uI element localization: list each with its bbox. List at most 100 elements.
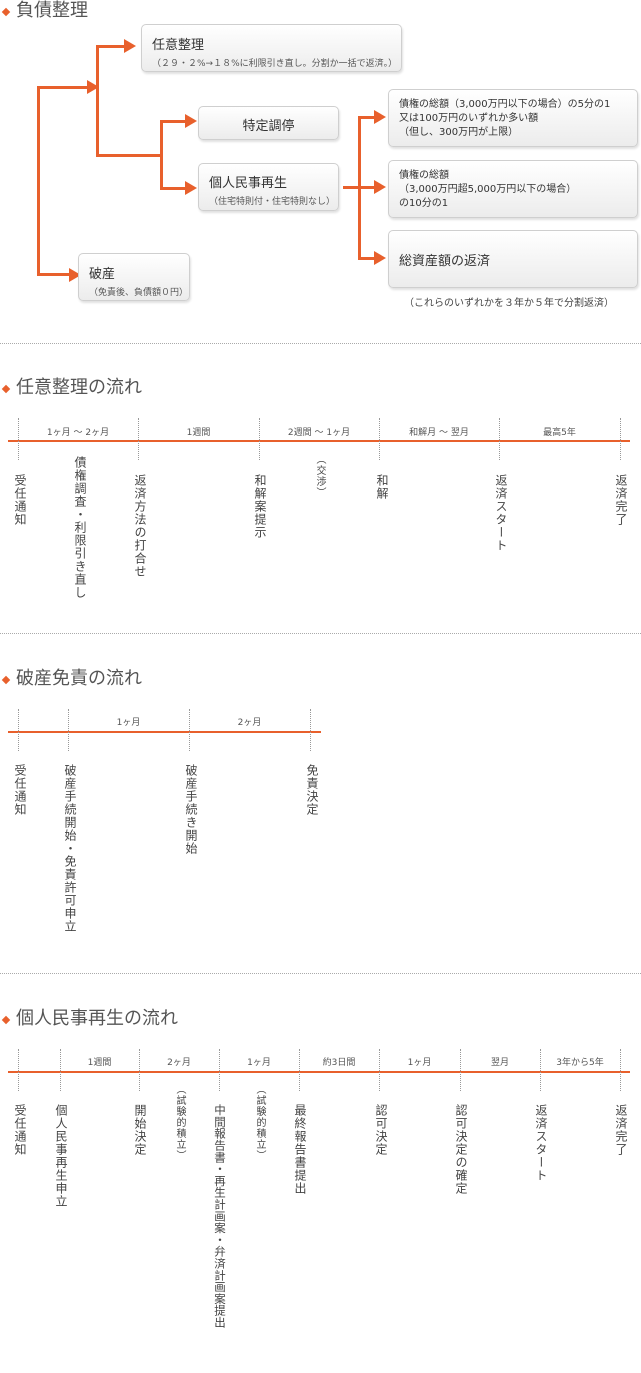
box-nini: 任意整理 （２９・２%→１８%に利限引き直し。分割か一括で返済。）	[141, 24, 402, 72]
step-note: （試験的積立）	[254, 1084, 265, 1161]
step-label: 返済スタート	[494, 474, 508, 552]
timeline-segment: 約3日間	[322, 1058, 356, 1068]
step-label: 破産手続き開始	[184, 764, 198, 855]
timeline-segment: 最高5年	[543, 428, 576, 438]
step-label: 個人民事再生申立	[54, 1104, 68, 1208]
option-1-line: （但し、300万円が上限）	[399, 127, 519, 138]
repayment-note: （これらのいずれかを３年か５年で分割返済）	[404, 298, 614, 309]
connector	[37, 86, 40, 276]
arrow-right-icon	[374, 180, 386, 194]
step-label: 最終報告書提出	[293, 1104, 307, 1195]
step-label: 中間報告書・再生計画案・弁済計画案提出	[213, 1104, 227, 1329]
timeline-tick	[219, 1049, 220, 1091]
step-label: 認可決定の確定	[454, 1104, 468, 1195]
timeline-line	[8, 731, 321, 733]
box-nini-title: 任意整理	[152, 38, 205, 53]
separator	[0, 973, 641, 974]
connector	[343, 186, 361, 189]
section-bullet-icon	[1, 384, 11, 394]
connector	[358, 116, 376, 119]
option-2-line: 債権の総額	[399, 170, 449, 181]
section-title-debt: 負債整理	[16, 0, 88, 21]
timeline-segment: 1ヶ月 〜 2ヶ月	[46, 428, 110, 438]
timeline-tick	[540, 1049, 541, 1091]
arrow-right-icon	[87, 80, 99, 94]
connector	[160, 120, 187, 123]
timeline-tick	[310, 709, 311, 751]
arrow-right-icon	[69, 268, 81, 282]
timeline-segment: 1ヶ月	[247, 1058, 271, 1068]
option-1-line: 債権の総額（3,000万円以下の場合）の5分の1	[399, 99, 611, 110]
box-nini-sub: （２９・２%→１８%に利限引き直し。分割か一括で返済。）	[152, 59, 398, 69]
timeline-tick	[139, 1049, 140, 1091]
step-label: 免責決定	[305, 764, 319, 816]
connector	[37, 86, 89, 89]
timeline-tick	[379, 1049, 380, 1091]
timeline-tick	[299, 1049, 300, 1091]
timeline-segment: 1ヶ月	[407, 1058, 432, 1068]
box-hasan-sub: （免責後、負債額０円）	[89, 288, 189, 298]
timeline-tick	[60, 1049, 61, 1091]
connector	[358, 186, 376, 189]
separator	[0, 633, 641, 634]
timeline-segment: 和解月 〜 翌月	[409, 428, 469, 438]
timeline-tick	[499, 418, 500, 460]
connector	[96, 45, 99, 157]
timeline-tick	[138, 418, 139, 460]
option-3-text: 総資産額の返済	[399, 254, 491, 269]
timeline-segment: 3年から5年	[556, 1058, 604, 1068]
timeline-tick	[18, 418, 19, 460]
connector	[160, 187, 187, 190]
timeline-segment: 1週間	[186, 428, 211, 438]
connector	[358, 257, 376, 260]
arrow-right-icon	[374, 110, 386, 124]
timeline-segment: 1週間	[87, 1058, 112, 1068]
step-label: 和解	[375, 474, 389, 500]
section-bullet-icon	[1, 675, 11, 685]
timeline-line	[8, 440, 630, 442]
box-option-3: 総資産額の返済	[388, 230, 638, 288]
timeline-tick	[189, 709, 190, 751]
timeline-tick	[620, 418, 621, 460]
arrow-right-icon	[124, 39, 136, 53]
box-kojin-sub: （住宅特則付・住宅特則なし）	[209, 197, 336, 207]
step-label: 破産手続開始・免責許可申立	[63, 764, 77, 933]
connector	[37, 273, 73, 276]
section-title-hasan: 破産免責の流れ	[16, 668, 142, 689]
connector	[160, 120, 163, 190]
step-note: （試験的積立）	[174, 1084, 185, 1161]
arrow-right-icon	[185, 114, 197, 128]
box-hasan-title: 破産	[89, 267, 116, 282]
step-label: 受任通知	[13, 764, 27, 816]
step-label: 受任通知	[13, 1104, 27, 1156]
box-kojin-title: 個人民事再生	[209, 176, 288, 191]
arrow-right-icon	[185, 181, 197, 195]
step-label: 債権調査・利限引き直し	[73, 456, 87, 599]
timeline-tick	[620, 1049, 621, 1091]
section-bullet-icon	[1, 7, 11, 17]
step-label: 返済完了	[614, 1104, 628, 1156]
box-hasan: 破産 （免責後、負債額０円）	[78, 253, 190, 301]
timeline-tick	[379, 418, 380, 460]
step-label: 認可決定	[374, 1104, 388, 1156]
connector	[96, 45, 126, 48]
box-option-1: 債権の総額（3,000万円以下の場合）の5分の1 又は100万円のいずれか多い額…	[388, 89, 638, 147]
connector	[96, 154, 160, 157]
box-kojin: 個人民事再生 （住宅特則付・住宅特則なし）	[198, 163, 339, 211]
step-label: 受任通知	[13, 474, 27, 526]
step-label: 開始決定	[133, 1104, 147, 1156]
timeline-tick	[460, 1049, 461, 1091]
timeline-line	[8, 1071, 630, 1073]
option-2-line: （3,000万円超5,000万円以下の場合）	[399, 184, 577, 195]
box-tokutei: 特定調停	[198, 106, 339, 140]
step-label: 和解案提示	[253, 474, 267, 539]
timeline-tick	[259, 418, 260, 460]
arrow-right-icon	[374, 251, 386, 265]
step-label: 返済スタート	[534, 1104, 548, 1182]
box-tokutei-title: 特定調停	[242, 119, 295, 134]
timeline-segment: 2ヶ月	[237, 718, 262, 728]
step-note: （交渉）	[314, 454, 325, 498]
separator	[0, 343, 641, 344]
step-label: 返済方法の打合せ	[133, 474, 147, 578]
step-label: 返済完了	[614, 474, 628, 526]
